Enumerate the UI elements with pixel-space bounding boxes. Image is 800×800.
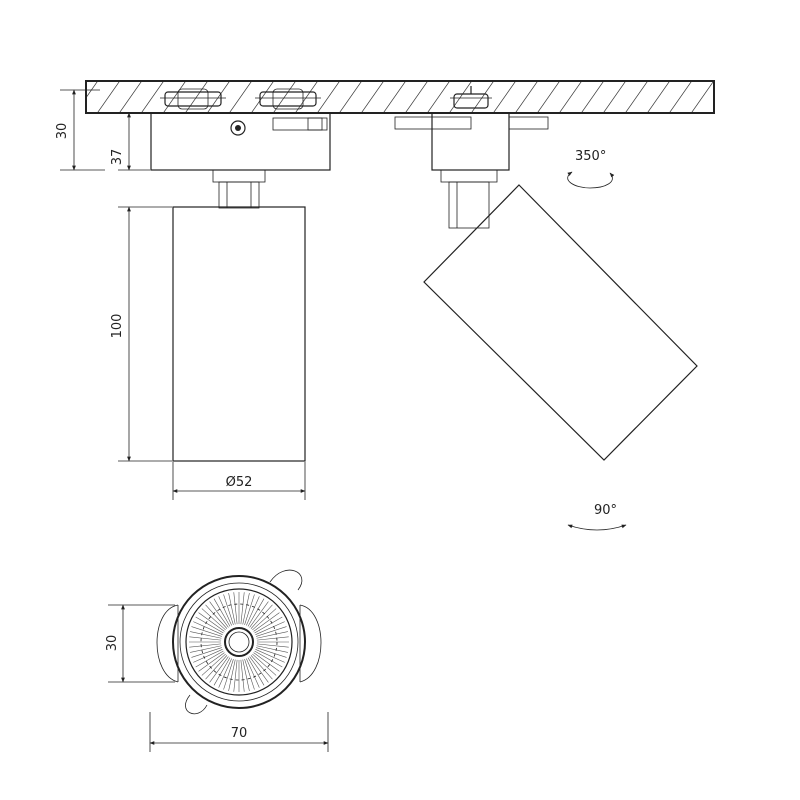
reflector-fin (213, 657, 231, 686)
adapter-box-tilted (431, 112, 510, 171)
reflector-fin (250, 655, 273, 680)
reflector-fin (205, 604, 228, 629)
reflector-fin (252, 653, 277, 676)
wing-left (394, 116, 472, 130)
dimension-body-height: 100 (110, 206, 172, 462)
bottom-width-label: 70 (231, 726, 248, 741)
reflector-fin (249, 656, 269, 683)
dimension-bottom-height: 30 (105, 604, 175, 683)
reflector-fin (218, 596, 232, 626)
wing-right-bottom (299, 604, 322, 683)
reflector-fin (240, 659, 245, 692)
reflector-fin (255, 649, 285, 663)
dimension-body-diameter: Ø52 (172, 462, 306, 500)
reflector-fin (189, 636, 222, 641)
reflector-fin (256, 631, 288, 639)
tab-top (269, 569, 303, 591)
adapter-height-label: 37 (110, 149, 125, 166)
rotation-horizontal: 350° (567, 149, 615, 189)
reflector-fin (191, 647, 222, 658)
reflector-fin (246, 596, 260, 626)
reflector-fin (256, 626, 287, 637)
reflector-fin (252, 608, 277, 631)
reflector-fin (195, 616, 224, 634)
reflector-fin (223, 594, 234, 625)
reflector-fin (201, 653, 226, 676)
reflector-fin (242, 593, 250, 625)
reflector-fin (256, 647, 287, 658)
reflector-fin (233, 592, 238, 625)
bottom-view-fixture (156, 569, 322, 715)
body-height-label: 100 (110, 314, 125, 339)
front-view-fixture (150, 88, 331, 462)
track-clip-tilted (450, 86, 492, 109)
reflector-fin (198, 612, 225, 632)
reflector-fin (213, 598, 231, 627)
lens (224, 627, 254, 657)
cylinder-body (172, 206, 306, 462)
reflector-fin (242, 659, 250, 691)
reflector-fin (218, 658, 232, 688)
reflector-fin (190, 645, 222, 653)
reflector-fin (250, 604, 273, 629)
dimension-ceiling-offset: 30 (55, 89, 105, 171)
reflector-fin (198, 652, 225, 672)
reflector-fin (256, 636, 289, 641)
reflector-fins (189, 592, 289, 692)
reflector-fin (195, 650, 224, 668)
reflector-fin (193, 649, 223, 663)
tab-bottom (185, 694, 208, 715)
wing-left-bottom (156, 604, 179, 683)
rotation-vertical-label: 90° (594, 503, 617, 518)
reflector-fin (246, 658, 260, 688)
reflector-fin (247, 598, 265, 627)
ceiling-offset-label: 30 (55, 123, 70, 140)
reflector-fin (253, 612, 280, 632)
reflector-fin (209, 601, 229, 628)
rotation-horizontal-label: 350° (575, 149, 606, 164)
reflector-fin (249, 601, 269, 628)
track-clip-right (255, 88, 321, 110)
reflector-fin (228, 659, 236, 691)
reflector-fin (254, 650, 283, 668)
reflector-fin (256, 645, 288, 653)
reflector-fin (228, 593, 236, 625)
reflector-fin (255, 621, 285, 635)
bottom-height-label: 30 (105, 635, 120, 652)
body-diameter-label: Ø52 (226, 475, 253, 490)
wing-right (508, 116, 549, 130)
reflector-fin (223, 659, 234, 690)
cylinder-body-tilted (423, 184, 698, 461)
reflector-fin (209, 656, 229, 683)
reflector-fin (191, 626, 222, 637)
ceiling-track (85, 80, 715, 114)
reflector-fin (205, 655, 228, 680)
dimension-bottom-width: 70 (149, 712, 329, 752)
tilted-view-fixture (394, 86, 698, 461)
reflector-fin (240, 592, 245, 625)
reflector-fin (201, 608, 226, 631)
track-clip-left (160, 88, 226, 110)
reflector-fin (190, 631, 222, 639)
rotation-vertical: 90° (567, 503, 627, 531)
neck-joint (212, 169, 266, 209)
reflector-fin (256, 643, 289, 648)
reflector-fin (193, 621, 223, 635)
reflector-fin (244, 659, 255, 690)
adapter-screw (230, 120, 246, 136)
reflector-fin (253, 652, 280, 672)
outer-ring (172, 575, 306, 709)
reflector-fin (247, 657, 265, 686)
reflector-fin (233, 659, 238, 692)
reflector-fin (254, 616, 283, 634)
reflector-fin (244, 594, 255, 625)
reflector-fin (189, 643, 222, 648)
dimension-adapter-height: 37 (110, 112, 150, 171)
neck-tilted (440, 169, 498, 229)
adapter-switch (272, 117, 328, 131)
